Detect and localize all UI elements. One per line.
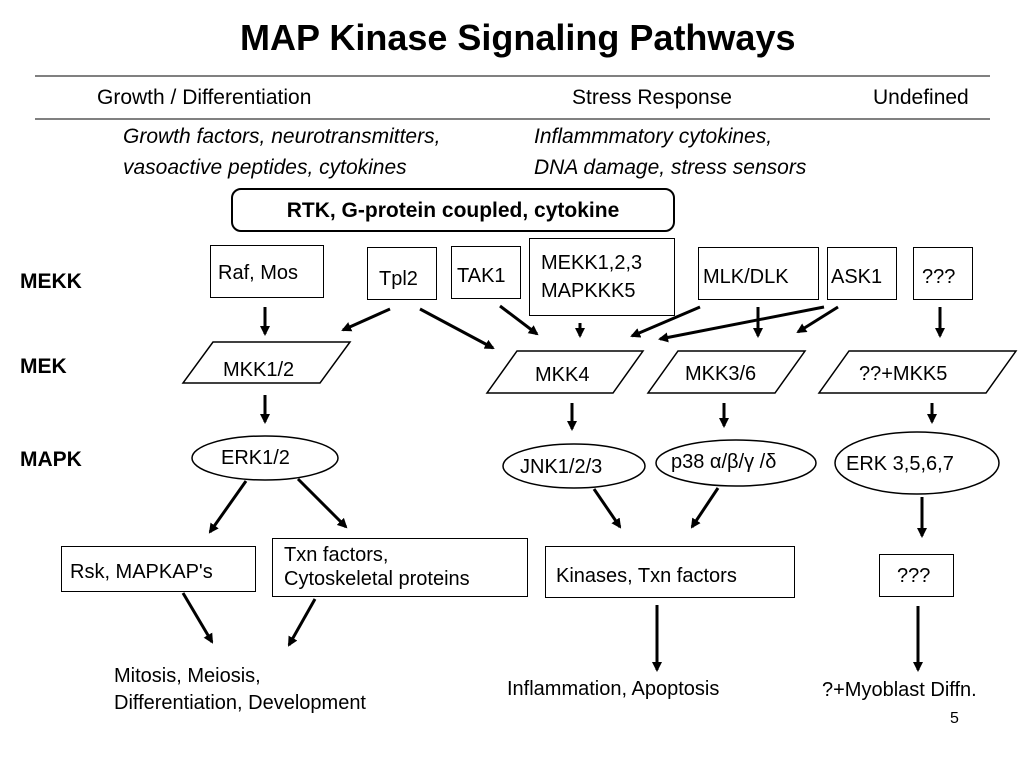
mkk5-shape [817, 350, 1018, 394]
erk12-shape [191, 435, 339, 481]
arrow-tpl2-mkk4 [419, 307, 495, 350]
tak1-box: TAK1 [451, 246, 521, 299]
row-label-mek: MEK [20, 355, 67, 378]
raf-mos-box: Raf, Mos [210, 245, 324, 298]
category-growth: Growth / Differentiation [97, 86, 312, 109]
arrow-erk-txn [296, 477, 348, 529]
row-label-mapk: MAPK [20, 448, 82, 471]
tpl2-label: Tpl2 [379, 268, 418, 290]
jnk-shape [502, 443, 646, 489]
row-label-mekk: MEKK [20, 270, 82, 293]
rsk-label: Rsk, MAPKAP's [70, 561, 213, 583]
mkk4-label: MKK4 [535, 364, 590, 386]
mlk-dlk-label: MLK/DLK [703, 266, 789, 288]
mkk36-label: MKK3/6 [685, 363, 757, 385]
ask1-label: ASK1 [831, 266, 883, 288]
txn-box: Txn factors, Cytoskeletal proteins [272, 538, 528, 597]
txn-label-line1: Txn factors, [284, 544, 389, 566]
outcome-mitosis-line1: Mitosis, Meiosis, [114, 665, 261, 687]
mkk12-label: MKK1/2 [223, 359, 295, 381]
substrate-unknown-box: ??? [879, 554, 954, 597]
rsk-box: Rsk, MAPKAP's [61, 546, 256, 592]
arrow-tak1-mkk4 [499, 304, 539, 336]
erk3567-label: ERK 3,5,6,7 [846, 453, 954, 475]
stimuli-growth-line2: vasoactive peptides, cytokines [123, 156, 407, 179]
mkk4-shape [485, 350, 645, 394]
arrow-txn-mitosis [287, 598, 317, 647]
tpl2-box: Tpl2 [367, 247, 437, 300]
arrow-jnk-kinases [592, 488, 622, 529]
erk3567-shape [834, 431, 1000, 495]
mekk-label-line2: MAPKKK5 [541, 280, 636, 302]
mekk-unknown-box: ??? [913, 247, 973, 300]
p38-shape [655, 439, 817, 487]
stimuli-stress-line2: DNA damage, stress sensors [534, 156, 807, 179]
receptor-label: RTK, G-protein coupled, cytokine [286, 199, 620, 222]
stimuli-growth-line1: Growth factors, neurotransmitters, [123, 125, 441, 148]
mlk-dlk-box: MLK/DLK [698, 247, 819, 300]
arrow-tpl2-mkk12 [341, 307, 391, 332]
page-title: MAP Kinase Signaling Pathways [240, 17, 796, 58]
arrow-p38-kinases [690, 487, 720, 529]
category-undefined: Undefined [873, 86, 969, 109]
erk12-label: ERK1/2 [221, 447, 290, 469]
mkk36-shape [646, 350, 807, 394]
arrow-mlk-mkk4 [630, 305, 701, 338]
outcome-myoblast: ?+Myoblast Diffn. [822, 679, 977, 701]
tak1-label: TAK1 [457, 265, 506, 287]
stimuli-stress-line1: Inflammmatory cytokines, [534, 125, 773, 148]
mkk5-label: ??+MKK5 [859, 363, 948, 385]
arrow-erk-rsk [208, 480, 248, 534]
kinases-label: Kinases, Txn factors [556, 565, 737, 587]
txn-label-line2: Cytoskeletal proteins [284, 568, 470, 590]
kinases-box: Kinases, Txn factors [545, 546, 795, 598]
mekk-label-line1: MEKK1,2,3 [541, 252, 643, 274]
mkk12-shape [181, 341, 352, 384]
page-number: 5 [950, 710, 959, 727]
p38-label: p38 α/β/γ /δ [671, 451, 777, 473]
category-stress: Stress Response [572, 86, 732, 109]
arrow-ask1-mkk4 [658, 305, 825, 343]
arrow-rsk-mitosis [181, 592, 214, 644]
mekk-unknown-label: ??? [922, 266, 956, 288]
mekk-box: MEKK1,2,3 MAPKKK5 [529, 238, 675, 316]
raf-mos-label: Raf, Mos [218, 262, 299, 284]
outcome-inflammation: Inflammation, Apoptosis [507, 678, 720, 700]
jnk-label: JNK1/2/3 [520, 456, 603, 478]
ask1-box: ASK1 [827, 247, 897, 300]
arrow-ask1-mkk36 [796, 305, 839, 334]
substrate-unknown-label: ??? [897, 565, 931, 587]
receptor-box: RTK, G-protein coupled, cytokine [231, 188, 675, 232]
outcome-mitosis-line2: Differentiation, Development [114, 692, 366, 714]
